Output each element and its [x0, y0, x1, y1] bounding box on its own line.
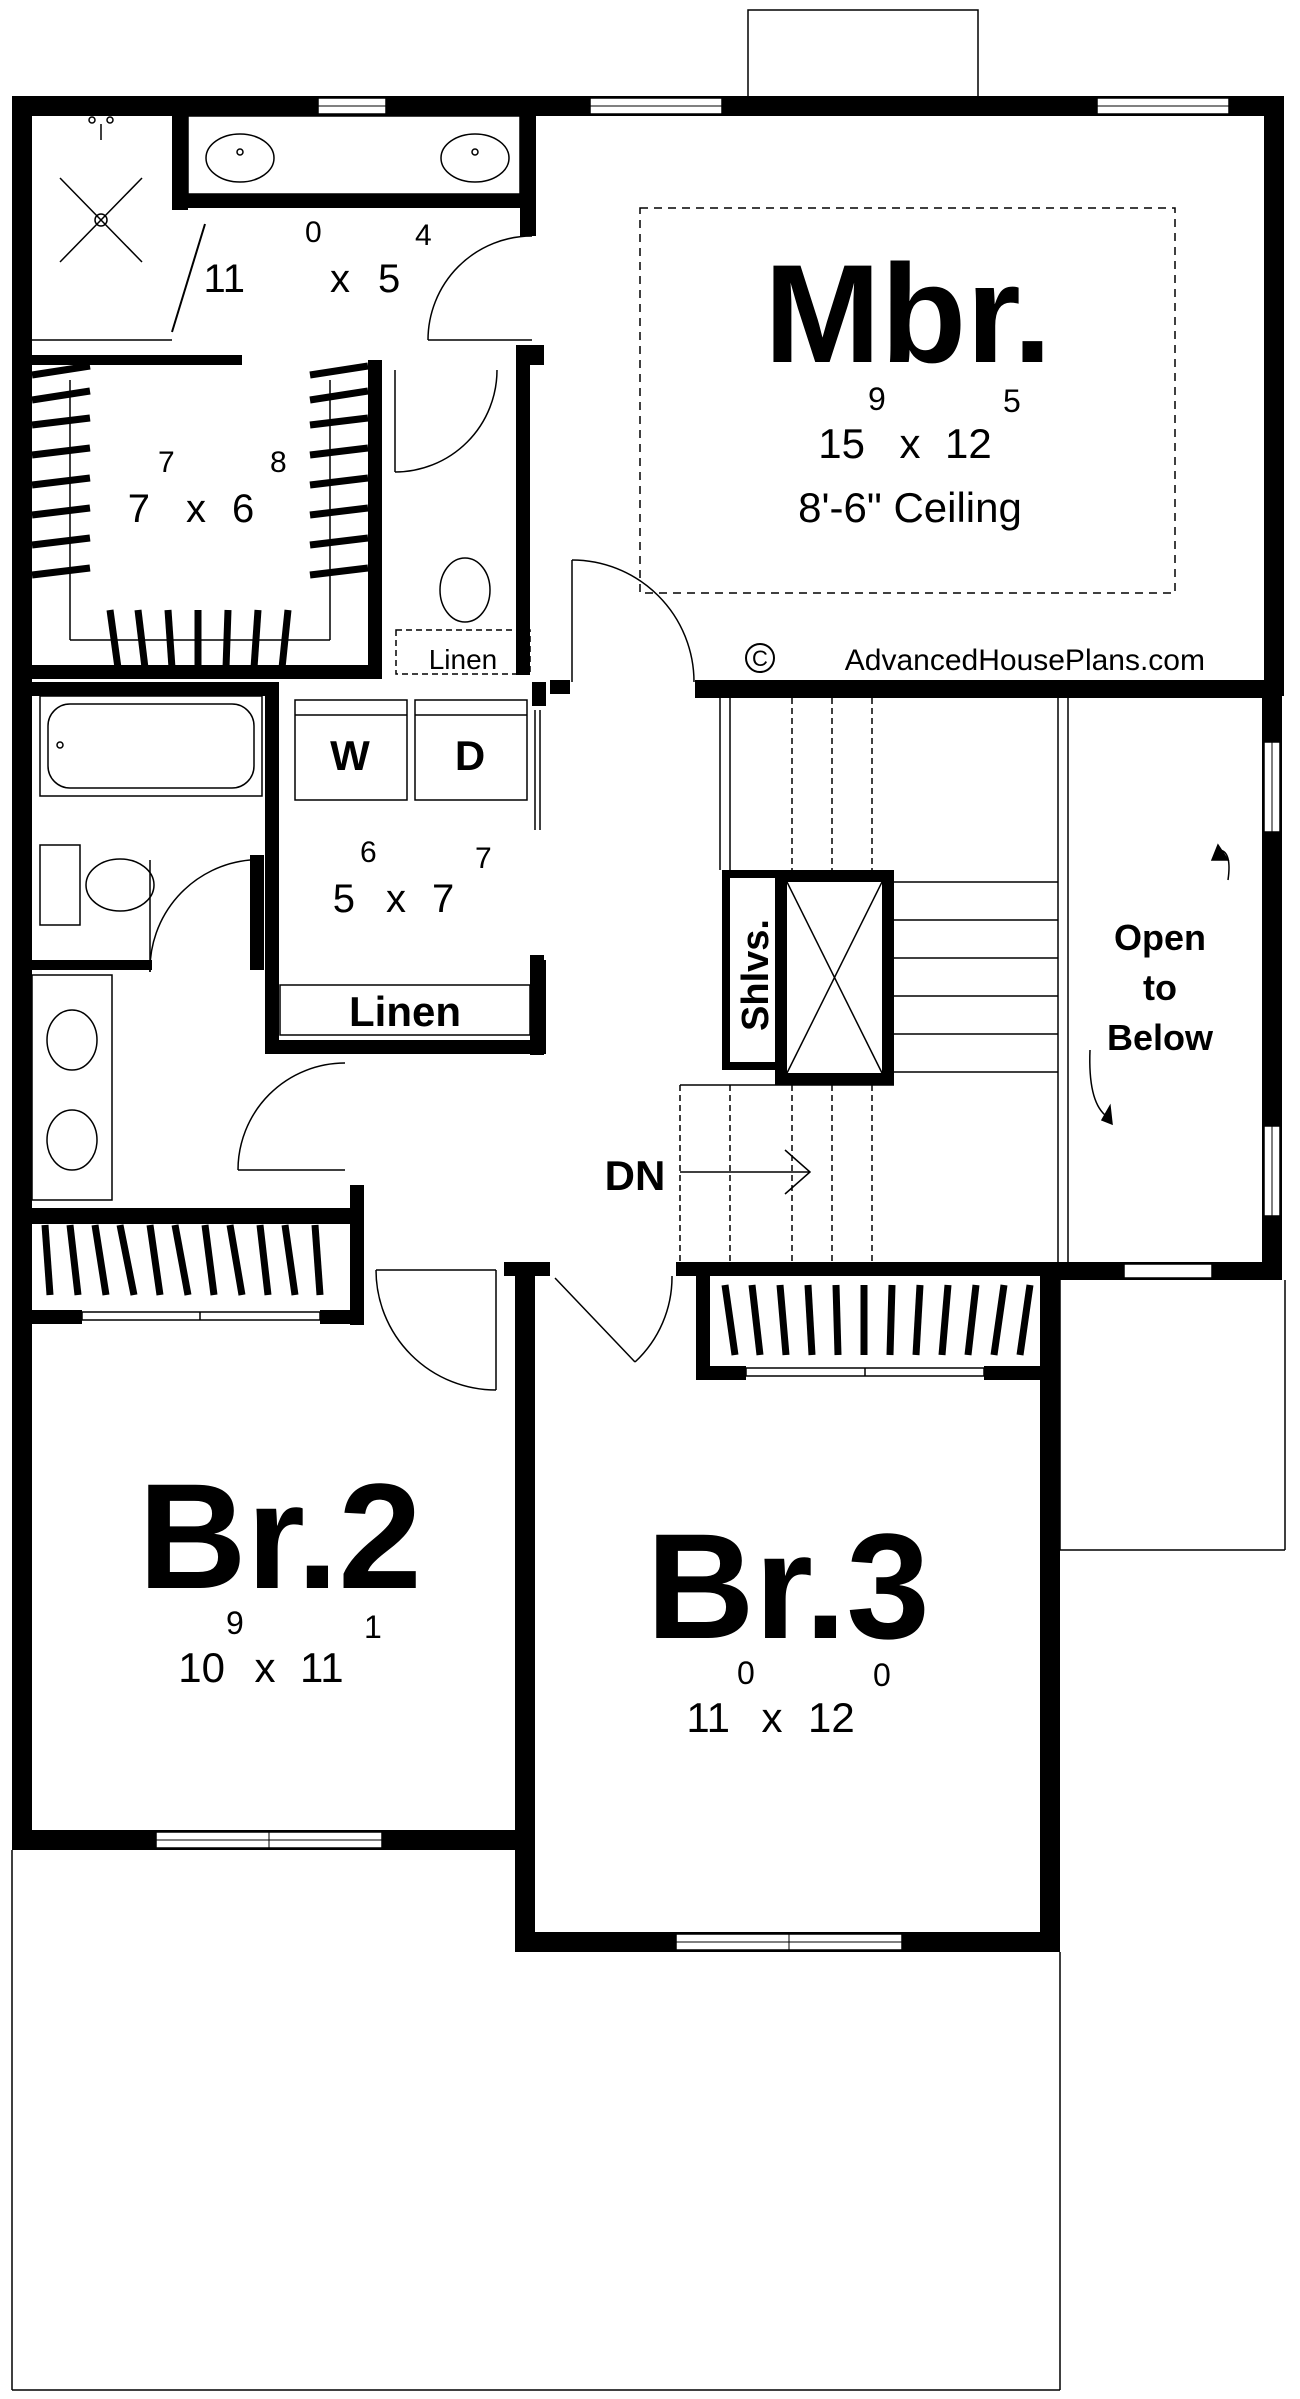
interior-walls [32, 116, 1282, 1852]
br3-depth-inches: 0 [873, 1657, 891, 1693]
master-closet-x: x [186, 487, 206, 531]
master-bath-depth: 5 [378, 257, 400, 301]
laundry-depth-inches: 7 [475, 842, 492, 875]
washer-label: W [330, 732, 370, 779]
toilet-icon [395, 557, 531, 675]
open-to-below-arrows-icon [1089, 843, 1230, 1126]
laundry-x: x [386, 877, 406, 921]
br3-closet-doors [745, 1367, 985, 1377]
br3-width: 11 [686, 1694, 730, 1741]
master-closet-shelving [31, 362, 369, 669]
br2-depth: 11 [300, 1644, 344, 1691]
master-closet-width: 7 [128, 487, 150, 531]
brand-watermark: C AdvancedHousePlans.com [745, 643, 1205, 677]
brand-text: AdvancedHousePlans.com [845, 644, 1205, 677]
shower-icon [32, 116, 172, 341]
bathtub-icon [39, 695, 263, 797]
br3-closet-shelving [721, 1284, 1034, 1356]
hall-vanity-sinks [31, 974, 113, 1201]
laundry-dimensions: 5 6 x 7 7 [333, 836, 492, 921]
shower-door [100, 223, 240, 363]
shelves-label: Shlvs. [735, 919, 777, 1031]
copyright-symbol: C [752, 646, 768, 671]
bedroom3-label: Br.3 11 0 x 12 0 [646, 1502, 930, 1741]
laundry-appliances [279, 699, 531, 1036]
br2-closet-doors [81, 1311, 321, 1321]
master-bath-width-inches: 0 [305, 216, 322, 249]
master-bath-dimensions: 11 0 x 5 4 [203, 216, 431, 301]
room-name-br3: Br.3 [646, 1502, 930, 1670]
open-to-below-line3: Below [1107, 1017, 1214, 1058]
br3-depth: 12 [808, 1694, 855, 1741]
stairs [679, 698, 1069, 1262]
master-closet-shelf-lines [69, 380, 331, 641]
master-closet-dimensions: 7 7 x 6 8 [128, 446, 287, 531]
linen-small-label: Linen [429, 644, 498, 675]
mbr-depth-inches: 5 [1003, 383, 1021, 419]
laundry-width: 5 [333, 877, 355, 921]
br2-width-inches: 9 [226, 1605, 244, 1641]
mbr-x: x [900, 420, 921, 467]
master-closet-depth-inches: 8 [270, 446, 287, 479]
br3-x: x [762, 1694, 783, 1741]
master-bath-width: 11 [203, 257, 245, 301]
br2-closet-shelving [41, 1224, 324, 1296]
roof-bump [747, 9, 979, 99]
master-closet-width-inches: 7 [158, 446, 175, 479]
laundry-width-inches: 6 [360, 836, 377, 869]
linen-large-label: Linen [349, 988, 461, 1035]
tray-ceiling-outline [639, 207, 1176, 594]
br2-depth-inches: 1 [364, 1609, 382, 1645]
open-to-below-line1: Open [1114, 917, 1206, 958]
laundry-depth: 7 [432, 877, 454, 921]
mbr-width: 15 [818, 420, 865, 467]
copyright-icon [745, 643, 775, 673]
master-bedroom-label: Mbr. 15 9 x 12 5 8'-6" Ceiling [764, 235, 1052, 531]
dryer-label: D [455, 732, 485, 779]
mbr-width-inches: 9 [868, 381, 886, 417]
room-name-br2: Br.2 [138, 1452, 422, 1620]
bedroom2-label: Br.2 10 9 x 11 1 [138, 1452, 422, 1691]
br2-width: 10 [178, 1644, 225, 1691]
br2-x: x [255, 1644, 276, 1691]
stairs-down-label: DN [605, 1152, 666, 1199]
dn-arrow-icon [680, 1149, 812, 1195]
br3-width-inches: 0 [737, 1655, 755, 1691]
master-closet-depth: 6 [232, 487, 254, 531]
open-to-below-line2: to [1143, 967, 1177, 1008]
hall-toilet-icon [39, 844, 155, 926]
mbr-depth: 12 [945, 420, 992, 467]
door-swings [149, 235, 695, 1391]
room-name-mbr: Mbr. [764, 235, 1052, 392]
window-mullions [156, 105, 1273, 1950]
mbr-ceiling-height: 8'-6" Ceiling [798, 484, 1022, 531]
master-vanity-sinks [187, 115, 521, 195]
lower-roof-outline [11, 1280, 1286, 2391]
master-bath-x: x [330, 257, 350, 301]
master-bath-depth-inches: 4 [415, 219, 432, 252]
